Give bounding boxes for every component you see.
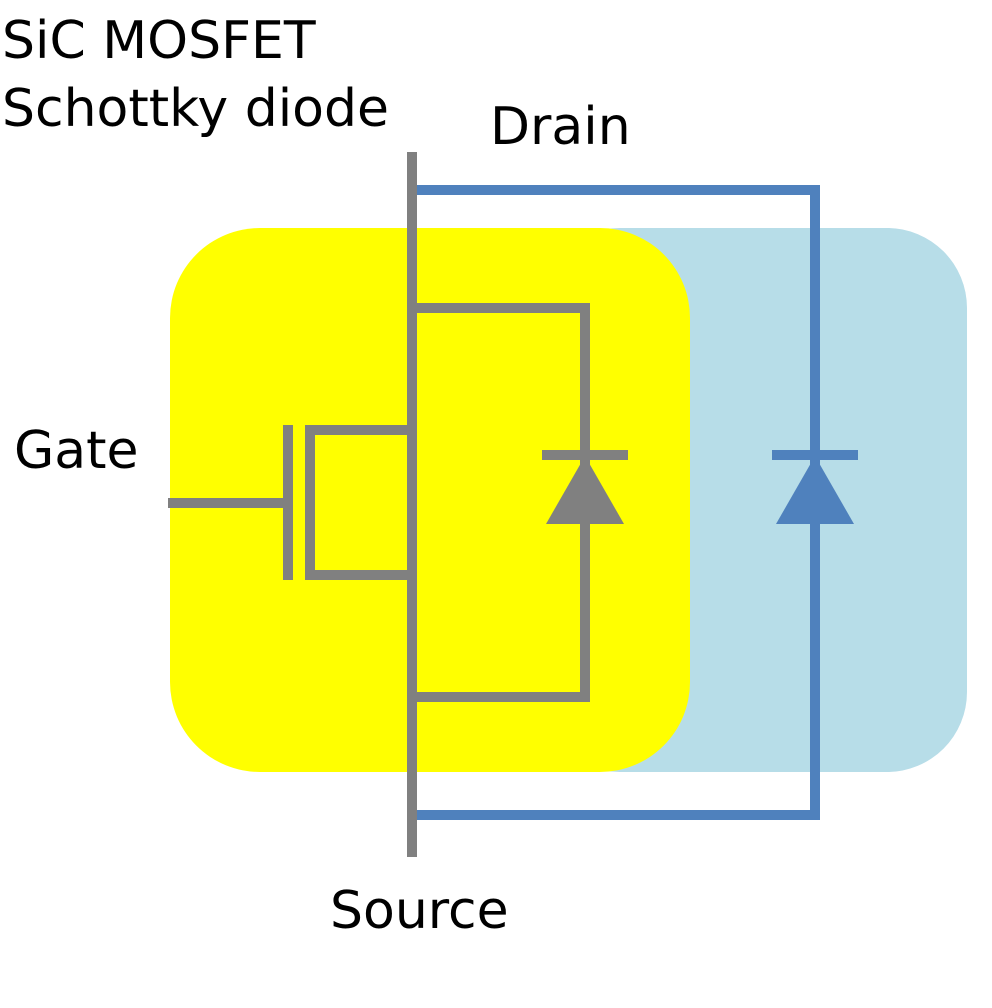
body-diode-icon [546,456,624,524]
schottky-diode-icon [776,456,854,524]
label-mosfet: SiC MOSFET [2,11,316,71]
label-source: Source [330,881,509,941]
mosfet-region [170,228,690,772]
label-gate: Gate [14,421,139,481]
label-drain: Drain [490,97,631,157]
label-schottky-diode: Schottky diode [2,79,389,139]
